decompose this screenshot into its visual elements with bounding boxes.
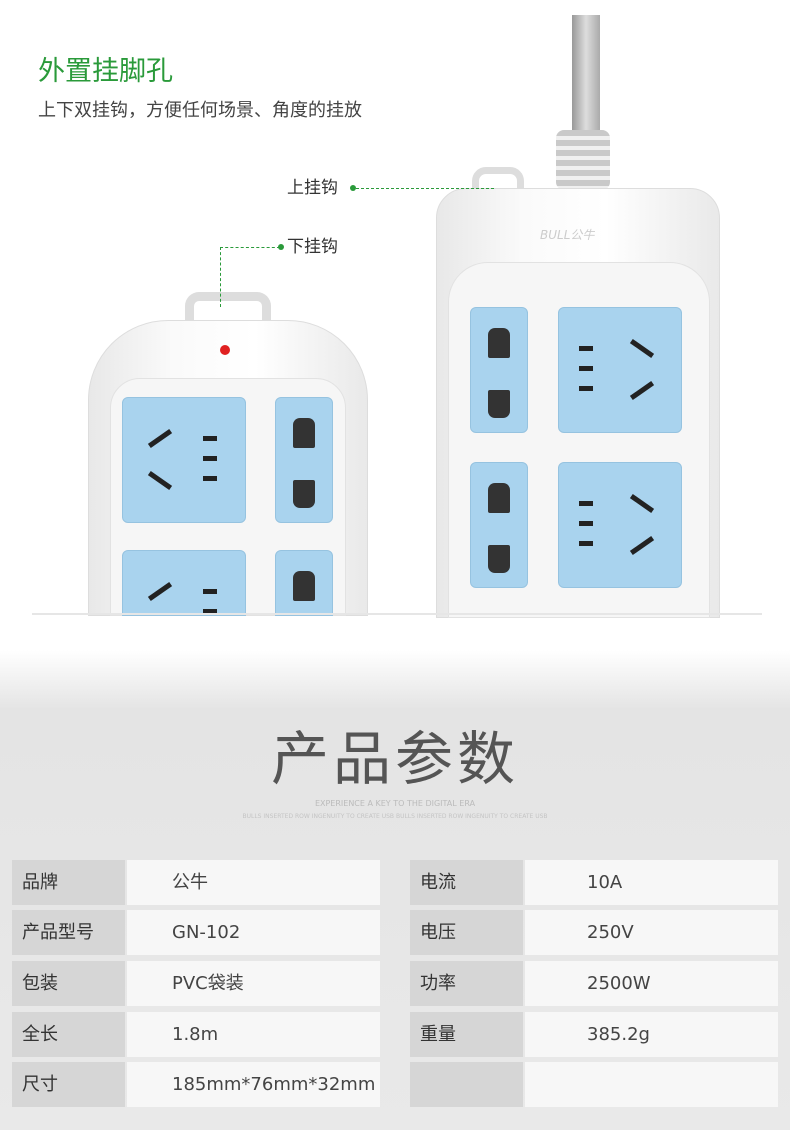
param-value: 185mm*76mm*32mm <box>127 1062 380 1107</box>
params-slogan: EXPERIENCE A KEY TO THE DIGITAL ERA <box>314 799 476 808</box>
feature-subtitle: 上下双挂钩，方便任何场景、角度的挂放 <box>38 100 362 121</box>
brand-logo: BULL公牛 <box>540 228 595 242</box>
param-value: 2500W <box>525 961 778 1006</box>
param-value: GN-102 <box>127 910 380 955</box>
param-value: 1.8m <box>127 1012 380 1057</box>
param-label <box>410 1062 523 1107</box>
param-label: 全长 <box>12 1012 125 1057</box>
lower-hook-label: 下挂钩 <box>287 237 338 257</box>
param-value: 250V <box>525 910 778 955</box>
params-title: 产品参数 <box>270 728 519 790</box>
param-value <box>525 1062 778 1107</box>
param-value: 公牛 <box>127 860 380 905</box>
param-label: 重量 <box>410 1012 523 1057</box>
upper-hook-label: 上挂钩 <box>287 178 338 198</box>
param-label: 电流 <box>410 860 523 905</box>
params-slogan-small: BULLS INSERTED ROW INGENUITY TO CREATE U… <box>242 813 548 820</box>
param-value: PVC袋装 <box>127 961 380 1006</box>
param-label: 包装 <box>12 961 125 1006</box>
feature-title: 外置挂脚孔 <box>38 56 173 87</box>
param-label: 尺寸 <box>12 1062 125 1107</box>
param-value: 385.2g <box>525 1012 778 1057</box>
param-label: 电压 <box>410 910 523 955</box>
param-label: 功率 <box>410 961 523 1006</box>
param-label: 产品型号 <box>12 910 125 955</box>
param-value: 10A <box>525 860 778 905</box>
param-label: 品牌 <box>12 860 125 905</box>
product-image: BULL公牛 上挂钩 下挂钩 <box>32 15 762 618</box>
